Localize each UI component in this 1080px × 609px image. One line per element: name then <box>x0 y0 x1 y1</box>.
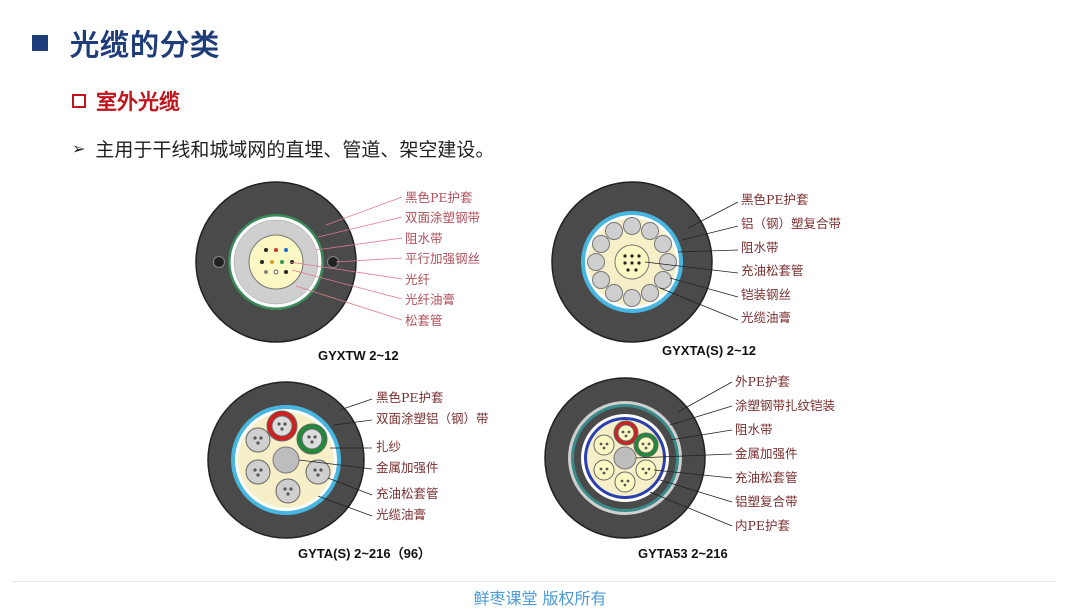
gyxta-caption: GYXTA(S) 2~12 <box>662 343 756 358</box>
gyxta-label-2: 铝（钢）塑复合带 <box>741 216 841 231</box>
gyxtw-label-5: 光纤 <box>405 272 431 287</box>
gyta-caption: GYTA(S) 2~216（96） <box>298 546 431 561</box>
gyta53-label-3: 阻水带 <box>735 422 773 437</box>
gyxta-label-1: 黑色PE护套 <box>741 192 809 207</box>
cable-gyta: 黑色PE护套 双面涂塑铝（钢）带 扎纱 金属加强件 充油松套管 光缆油膏 GYT… <box>207 381 489 561</box>
gyxtw-label-6: 光纤油膏 <box>405 292 455 307</box>
bullet-text: 主用于干线和城域网的直埋、管道、架空建设。 <box>95 139 495 161</box>
cable-gyxta: 黑色PE护套 铝（钢）塑复合带 阻水带 充油松套管 铠装钢丝 光缆油膏 GYXT… <box>551 181 841 358</box>
title-row: 光缆的分类 <box>32 22 220 64</box>
gyta53-label-7: 内PE护套 <box>735 518 791 533</box>
gyta53-label-6: 铝塑复合带 <box>735 494 798 509</box>
gyxtw-label-3: 阻水带 <box>405 231 443 246</box>
gyta-label-5: 充油松套管 <box>376 486 439 501</box>
cable-gyxtw: 黑色PE护套 双面涂塑钢带 阻水带 平行加强钢丝 光纤 光纤油膏 松套管 GYX… <box>195 181 480 363</box>
gyxtw-label-1: 黑色PE护套 <box>405 190 473 205</box>
gyta-label-3: 扎纱 <box>376 439 401 454</box>
arrow-bullet-icon: ➢ <box>72 139 86 158</box>
subtitle: 室外光缆 <box>96 90 180 114</box>
gyxta-label-6: 光缆油膏 <box>741 310 791 325</box>
gyta53-caption: GYTA53 2~216 <box>638 546 728 561</box>
gyxtw-label-2: 双面涂塑钢带 <box>405 210 480 225</box>
subtitle-row: 室外光缆 <box>72 86 180 116</box>
gyxtw-caption: GYXTW 2~12 <box>318 348 399 363</box>
page-title: 光缆的分类 <box>70 28 221 62</box>
gyxtw-label-4: 平行加强钢丝 <box>405 251 480 266</box>
gyta-label-1: 黑色PE护套 <box>376 390 444 405</box>
gyta53-label-1: 外PE护套 <box>735 374 791 389</box>
cable-gyta53: 外PE护套 涂塑钢带扎纹铠装 阻水带 金属加强件 充油松套管 铝塑复合带 内PE… <box>544 374 835 561</box>
gyxta-label-5: 铠装钢丝 <box>741 287 791 302</box>
cable-diagrams: 黑色PE护套 双面涂塑钢带 阻水带 平行加强钢丝 光纤 光纤油膏 松套管 GYX… <box>195 181 841 561</box>
gyta-label-6: 光缆油膏 <box>376 507 426 522</box>
gyxta-label-3: 阻水带 <box>741 240 779 255</box>
hollow-square-icon <box>72 94 86 108</box>
gyta53-label-5: 充油松套管 <box>735 470 798 485</box>
title-square-icon <box>32 35 48 51</box>
gyta53-label-2: 涂塑钢带扎纹铠装 <box>735 398 835 413</box>
gyta-label-2: 双面涂塑铝（钢）带 <box>376 411 489 426</box>
gyxta-label-4: 充油松套管 <box>741 263 804 278</box>
gyta-label-4: 金属加强件 <box>376 460 439 475</box>
footer-copyright: 鲜枣课堂 版权所有 <box>473 589 607 608</box>
footer-divider <box>12 581 1056 582</box>
gyxtw-label-7: 松套管 <box>405 313 443 328</box>
gyta53-label-4: 金属加强件 <box>735 446 798 461</box>
bullet-row: ➢ 主用于干线和城域网的直埋、管道、架空建设。 <box>72 135 494 162</box>
